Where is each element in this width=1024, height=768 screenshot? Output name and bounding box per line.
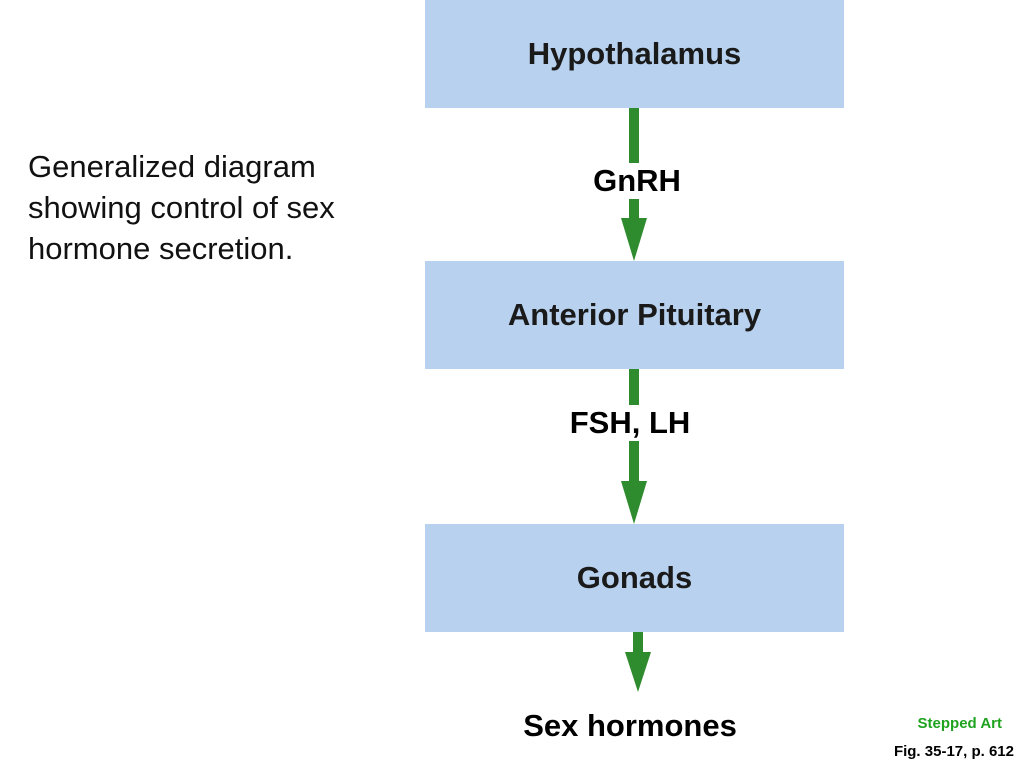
arrow-pituitary-to-gonads — [621, 369, 647, 524]
figure-reference: Fig. 35-17, p. 612 — [893, 743, 1014, 760]
caption-text: Generalized diagram showing control of s… — [28, 149, 335, 266]
box-hypothalamus-label: Hypothalamus — [527, 36, 742, 71]
arrow-gonads-to-sex-hormones — [625, 632, 651, 692]
box-anterior-pituitary: Anterior Pituitary — [425, 261, 844, 369]
box-gonads-label: Gonads — [576, 560, 693, 595]
box-gonads: Gonads — [425, 524, 844, 632]
arrow-label-fsh-lh: FSH, LH — [565, 405, 695, 441]
arrow-label-gnrh: GnRH — [589, 163, 685, 199]
box-hypothalamus: Hypothalamus — [425, 0, 844, 108]
stepped-art-label: Stepped Art — [917, 715, 1002, 732]
box-anterior-pituitary-label: Anterior Pituitary — [507, 297, 762, 332]
output-label-sex-hormones: Sex hormones — [523, 708, 737, 743]
